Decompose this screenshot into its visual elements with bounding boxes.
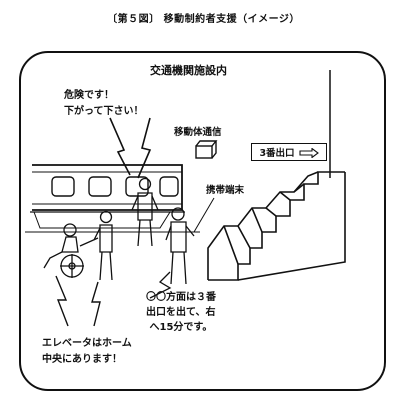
figure-title: 〔第５図〕 移動制約者支援（イメージ） <box>107 14 300 25</box>
exit-sign-text: 3番出口 <box>259 148 295 159</box>
device-label: 移動体通信 <box>174 127 222 138</box>
exit-sign: 3番出口 <box>251 143 327 161</box>
frame-title: 交通機関施設内 <box>150 64 227 77</box>
direction-pointer <box>149 271 172 299</box>
comm-device-icon <box>195 140 218 159</box>
elevator-callout: エレベータはホーム 中央にあります！ <box>42 338 132 365</box>
terminal-pointer <box>193 197 215 233</box>
helper-figure <box>93 210 113 281</box>
passenger-figure <box>131 177 159 247</box>
terminal-label: 携帯端末 <box>206 185 245 196</box>
elevator-pointer-2 <box>91 281 101 327</box>
wheelchair-user <box>43 223 99 278</box>
alert-bolt <box>109 117 131 176</box>
staff-figure <box>165 207 195 285</box>
elevator-pointer-1 <box>55 275 69 327</box>
train-car <box>30 164 185 229</box>
staircase <box>207 171 346 281</box>
right-arrow-icon <box>299 143 319 162</box>
direction-callout: 〇〇方面は３番 出口を出て、右 へ15分です。 <box>146 292 216 333</box>
scene-frame <box>19 51 386 391</box>
train-callout: 危険です！ 下がって下さい！ <box>64 90 144 117</box>
